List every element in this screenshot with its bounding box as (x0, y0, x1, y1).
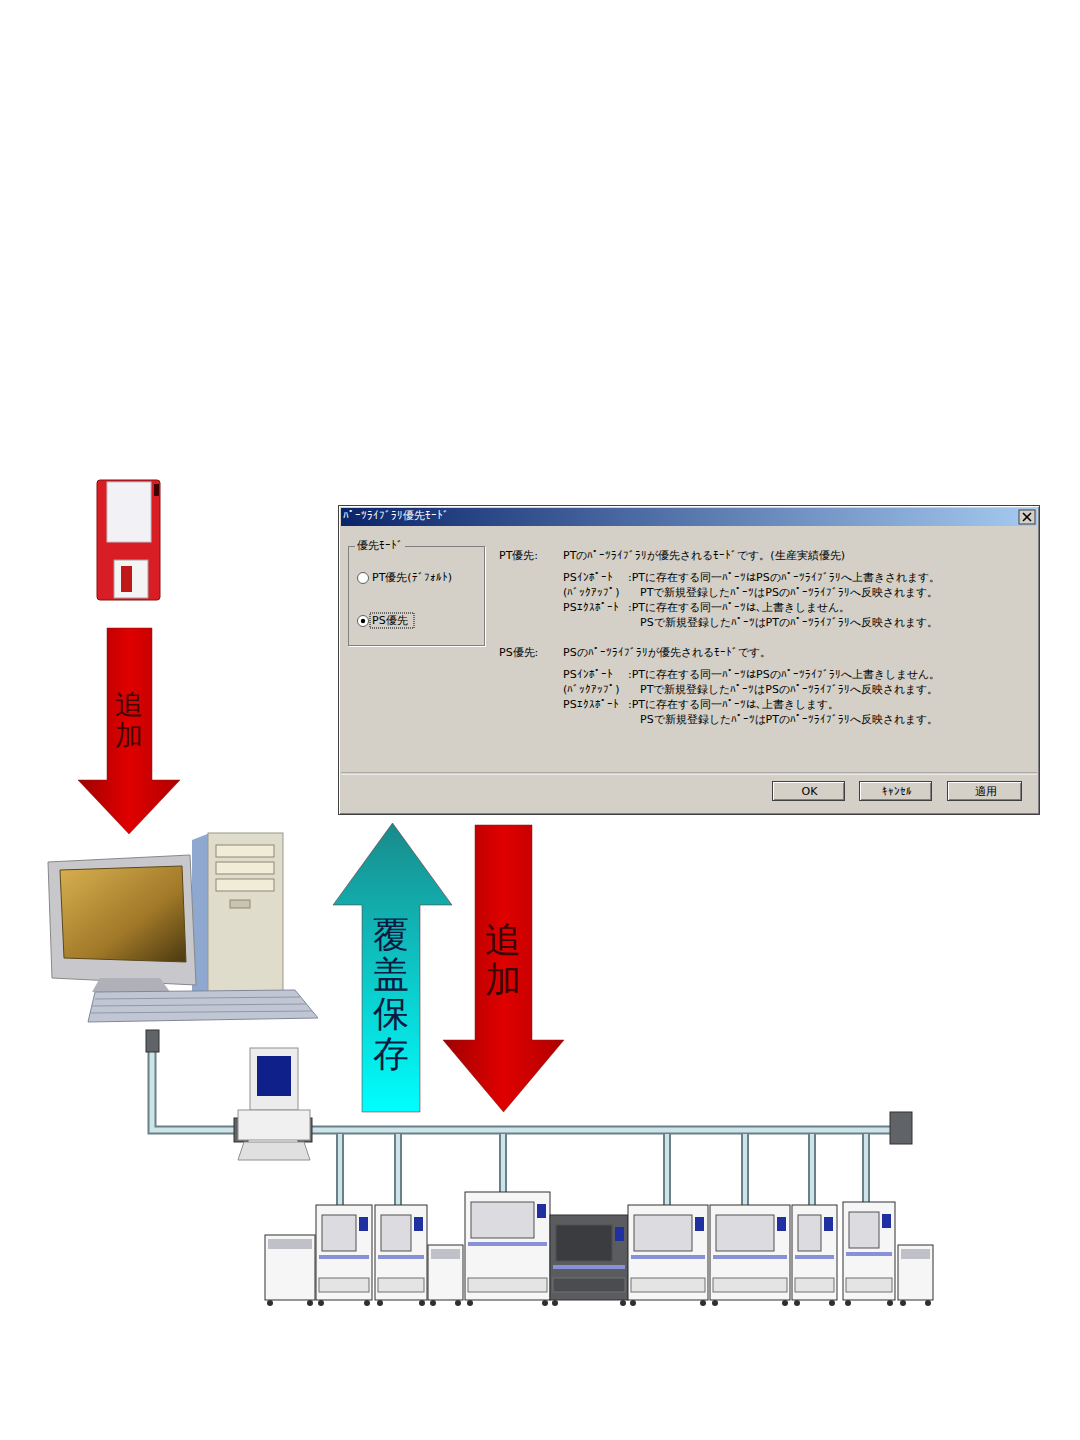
button-label: OK (802, 785, 818, 799)
dialog-text: (ﾊﾞｯｸｱｯﾌﾟ) (563, 586, 620, 599)
radio-label: PT優先(ﾃﾞﾌｫﾙﾄ) (372, 571, 452, 584)
flow-arrow: 追加 (443, 825, 564, 1112)
desktop-computer (40, 825, 335, 1030)
arrow-label: 追加 (485, 920, 521, 999)
group-box: 優先ﾓｰﾄﾞ (348, 546, 485, 646)
radio-label: PS優先 (372, 614, 408, 627)
terminator (890, 1112, 912, 1144)
dialog-text: PTで新規登録したﾊﾟｰﾂはPSのﾊﾟｰﾂﾗｲﾌﾞﾗﾘへ反映されます。 (640, 586, 938, 599)
dialog-text: PSで新規登録したﾊﾟｰﾂはPTのﾊﾟｰﾂﾗｲﾌﾞﾗﾘへ反映されます。 (640, 616, 938, 629)
dialog-text: :PTに存在する同一ﾊﾟｰﾂは、上書きします。 (628, 698, 839, 711)
dialog-text: PS優先: (499, 646, 538, 659)
dialog-text: PT優先: (499, 549, 538, 562)
dialog-text: PSｲﾝﾎﾟｰﾄ (563, 571, 613, 584)
terminal (238, 1048, 310, 1160)
dialog-text: PSのﾊﾟｰﾂﾗｲﾌﾞﾗﾘが優先されるﾓｰﾄﾞです。 (563, 646, 771, 659)
dialog-text: (ﾊﾞｯｸｱｯﾌﾟ) (563, 683, 620, 696)
dialog-text: :PTに存在する同一ﾊﾟｰﾂは、上書きしません。 (628, 601, 850, 614)
dialog-text: PTのﾊﾟｰﾂﾗｲﾌﾞﾗﾘが優先されるﾓｰﾄﾞです。(生産実績優先) (563, 549, 845, 562)
group-title: 優先ﾓｰﾄﾞ (355, 539, 405, 553)
dialog-text: PSｴｸｽﾎﾟｰﾄ (563, 698, 619, 711)
dialog-text: :PTに存在する同一ﾊﾟｰﾂはPSのﾊﾟｰﾂﾗｲﾌﾞﾗﾘへ上書きされます。 (628, 571, 940, 584)
button-label: 適用 (975, 785, 997, 799)
arrow-label: 覆盖保存 (373, 915, 409, 1073)
production-line (265, 1192, 933, 1306)
dialog-text: PSｲﾝﾎﾟｰﾄ (563, 668, 613, 681)
window-title: ﾊﾟｰﾂﾗｲﾌﾞﾗﾘ優先ﾓｰﾄﾞ (343, 509, 449, 523)
dialog-button: ｷｬﾝｾﾙ (859, 781, 932, 801)
dialog-text: PTで新規登録したﾊﾟｰﾂはPSのﾊﾟｰﾂﾗｲﾌﾞﾗﾘへ反映されます。 (640, 683, 938, 696)
flow-arrow: 追加 (78, 628, 180, 834)
dialog-text: :PTに存在する同一ﾊﾟｰﾂはPSのﾊﾟｰﾂﾗｲﾌﾞﾗﾘへ上書きしません。 (628, 668, 940, 681)
dialog-button: 適用 (947, 781, 1022, 801)
button-label: ｷｬﾝｾﾙ (882, 785, 912, 799)
floppy-disk (97, 480, 160, 600)
arrow-label: 追加 (115, 690, 143, 752)
flow-arrow: 覆盖保存 (333, 823, 452, 1112)
connector (146, 1030, 159, 1052)
dialog-text: PSで新規登録したﾊﾟｰﾂはPTのﾊﾟｰﾂﾗｲﾌﾞﾗﾘへ反映されます。 (640, 713, 938, 726)
dialog-button: OK (772, 781, 845, 801)
dialog-text: PSｴｸｽﾎﾟｰﾄ (563, 601, 619, 614)
